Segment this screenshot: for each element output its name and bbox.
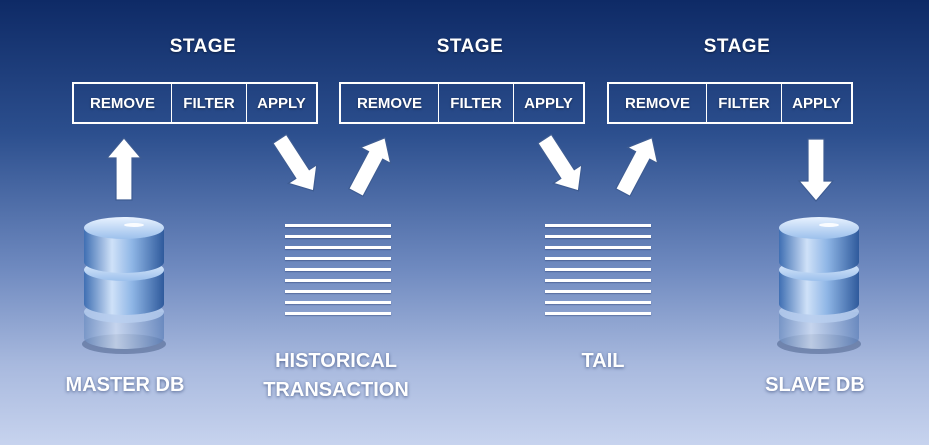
arrow-down-slave-icon: [797, 138, 835, 202]
stage-1-remove: REMOVE: [89, 94, 155, 112]
historical-transaction-log-icon: [285, 224, 391, 323]
slave-database-icon: [777, 217, 861, 354]
stage-3-remove: REMOVE: [624, 94, 690, 112]
tail-label: TAIL: [581, 350, 625, 372]
stage-2-filter: FILTER: [438, 82, 513, 124]
historical-label-line2: TRANSACTION: [263, 379, 409, 401]
arrow-up-right-historical-icon: [348, 136, 392, 198]
historical-label-line1: HISTORICAL: [275, 350, 397, 372]
stage-2-box: REMOVE FILTER APPLY: [339, 82, 585, 124]
master-database-icon: [82, 217, 166, 354]
stage-3-filter: FILTER: [706, 82, 781, 124]
stage-3-title: STAGE: [703, 36, 771, 57]
stage-1-filter: FILTER: [171, 82, 246, 124]
stage-2-remove: REMOVE: [356, 94, 422, 112]
stage-2-apply: APPLY: [513, 82, 583, 124]
stage-3-box: REMOVE FILTER APPLY: [607, 82, 853, 124]
arrow-up-master-icon: [105, 137, 143, 201]
master-db-label: MASTER DB: [65, 374, 185, 396]
arrow-down-right-historical-icon: [272, 133, 318, 192]
tail-log-icon: [545, 224, 651, 323]
stage-1-apply: APPLY: [246, 82, 316, 124]
arrow-up-right-tail-icon: [615, 136, 659, 198]
slave-db-label: SLAVE DB: [765, 374, 865, 396]
stage-3-apply: APPLY: [781, 82, 851, 124]
arrow-down-right-tail-icon: [537, 133, 583, 192]
stage-2-title: STAGE: [436, 36, 504, 57]
stage-1-box: REMOVE FILTER APPLY: [72, 82, 318, 124]
stage-1-title: STAGE: [169, 36, 237, 57]
